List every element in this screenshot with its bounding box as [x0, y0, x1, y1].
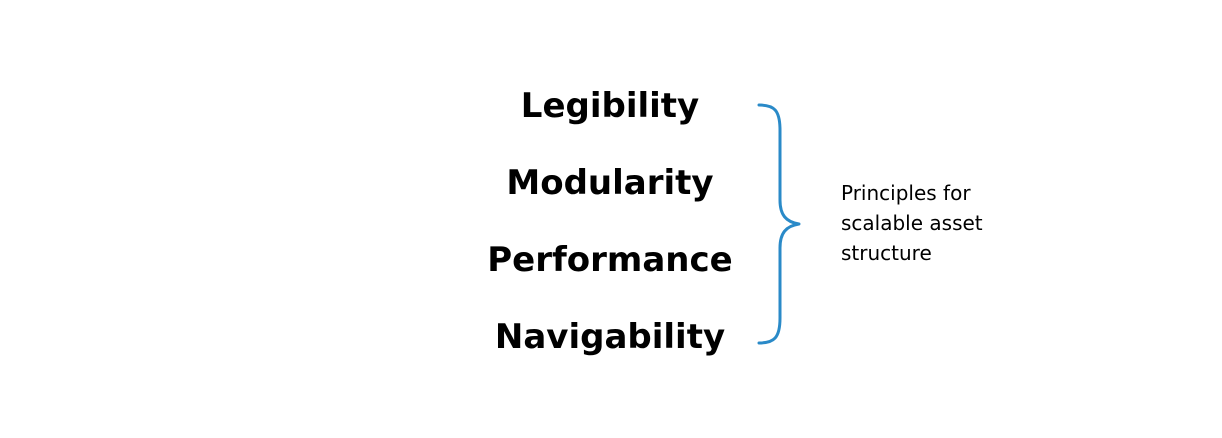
caption: Principles for scalable asset structure [841, 178, 1061, 268]
principle-navigability: Navigability [494, 317, 726, 357]
principle-modularity: Modularity [506, 163, 714, 203]
principle-performance: Performance [487, 240, 733, 280]
caption-line-3: structure [841, 241, 932, 265]
caption-line-1: Principles for [841, 181, 971, 205]
principle-legibility: Legibility [520, 86, 700, 126]
right-curly-brace-icon [757, 103, 801, 345]
caption-line-2: scalable asset [841, 211, 983, 235]
